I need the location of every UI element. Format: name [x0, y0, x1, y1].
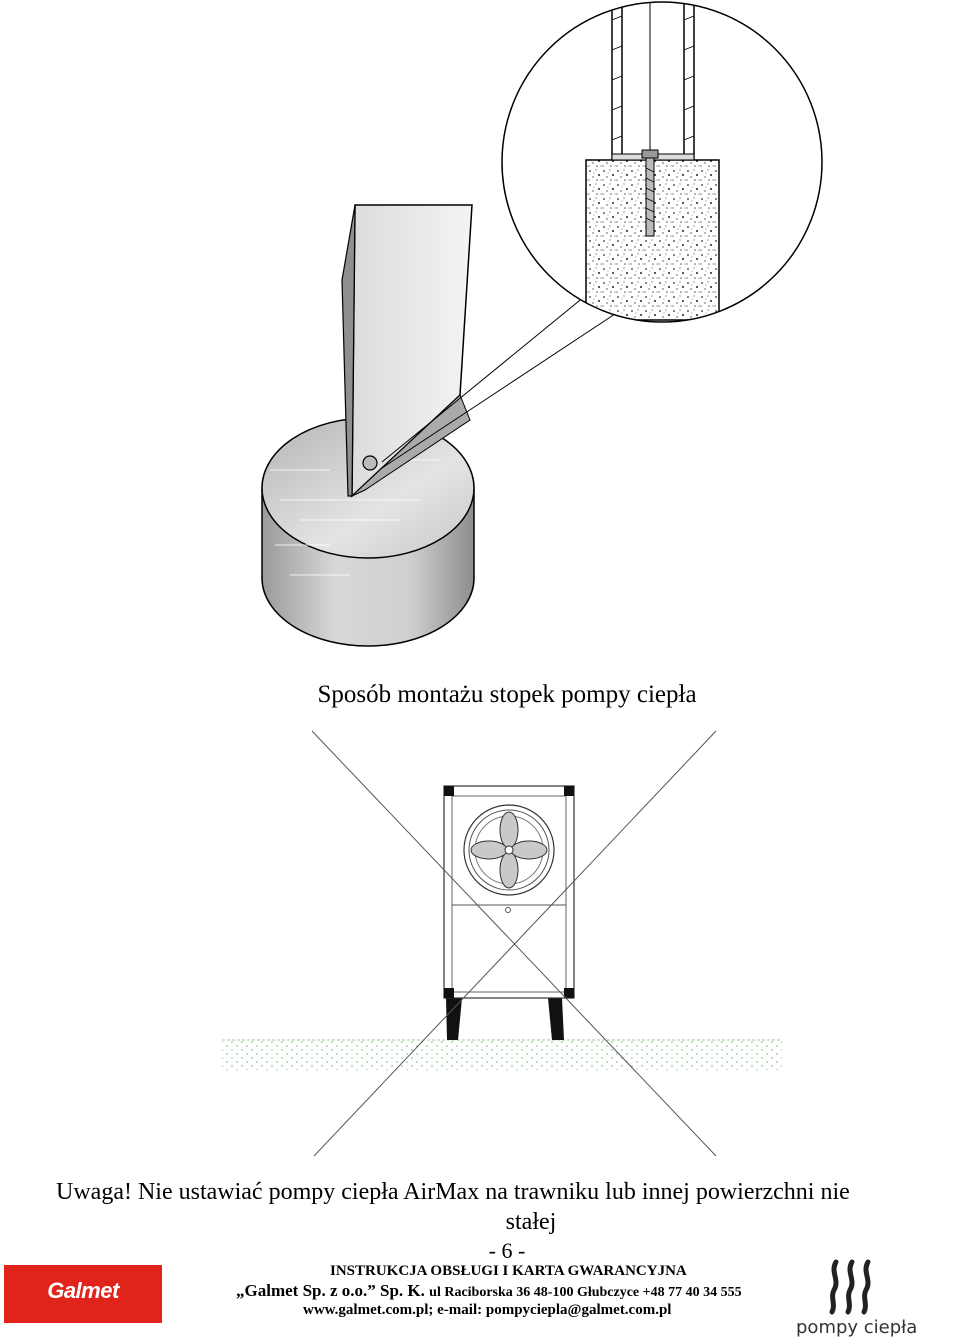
prohibition-cross	[311, 730, 717, 1157]
caption: Sposób montażu stopek pompy ciepła	[317, 681, 697, 708]
galmet-logo-text: Galmet	[47, 1278, 119, 1303]
callout-line-right	[381, 311, 619, 469]
warning-text: Uwaga! Nie ustawiać pompy ciepła AirMax …	[56, 1177, 956, 1237]
footer-company-name: „Galmet Sp. z o.o.” Sp. K.	[236, 1281, 425, 1300]
mounting-bracket	[341, 204, 473, 498]
footer-contact: www.galmet.com.pl; e-mail: pompyciepla@g…	[303, 1302, 672, 1318]
warning-line-1: Uwaga! Nie ustawiać pompy ciepła AirMax …	[56, 1179, 850, 1205]
warning-line-2: stałej	[505, 1209, 557, 1235]
footer-address: ul Raciborska 36 48-100 Głubczyce +48 77…	[429, 1285, 742, 1300]
page-number: - 6 -	[488, 1238, 526, 1263]
heat-pump-unit	[443, 785, 575, 1040]
detail-view	[502, 2, 822, 322]
footer-title: INSTRUKCJA OBSŁUGI I KARTA GWARANCYJNA	[330, 1263, 687, 1279]
lawn	[222, 1040, 782, 1070]
heat-waves-icon	[829, 1259, 871, 1315]
footer-company: „Galmet Sp. z o.o.” Sp. K. ul Raciborska…	[236, 1281, 742, 1301]
prohibition-cross-2	[313, 730, 717, 1157]
mounting-foot-diagram	[261, 1, 823, 647]
pompy-ciepla-logo-text: pompy ciepła	[796, 1317, 918, 1338]
heat-pump-on-lawn-diagram	[222, 730, 782, 1157]
galmet-logo: Galmet	[4, 1265, 162, 1323]
callout-line-left	[381, 291, 591, 463]
